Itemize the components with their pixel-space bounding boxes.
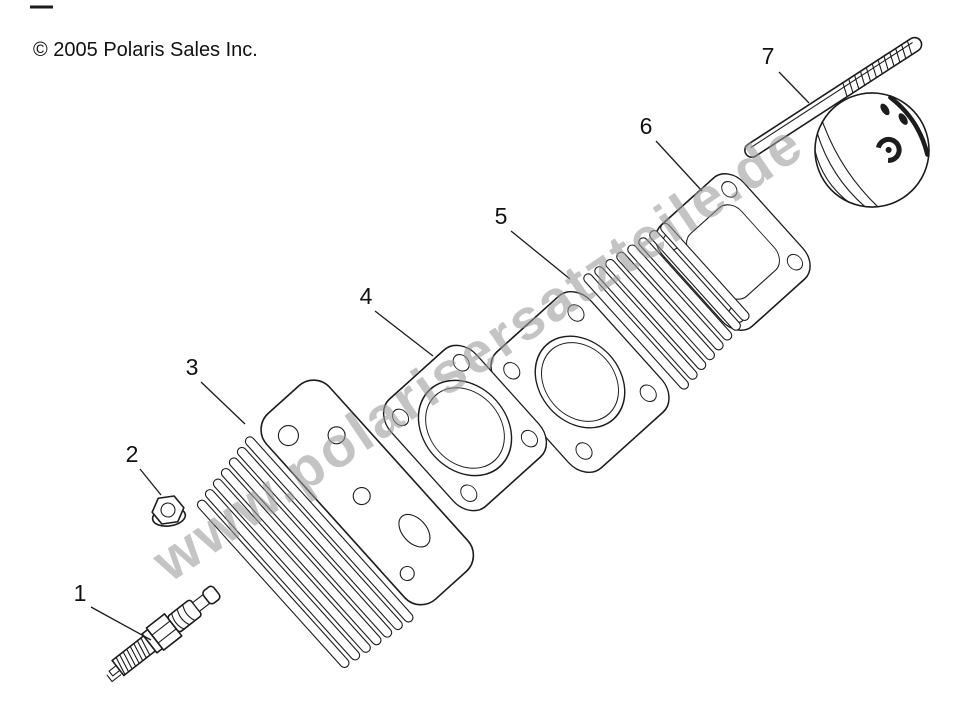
head-gasket — [382, 344, 548, 512]
leader-line-6 — [655, 140, 703, 192]
spark-plug-insulator-ribs — [171, 604, 196, 630]
spark-plug-thread-lines — [115, 637, 151, 676]
piston-ring-groove — [816, 133, 865, 207]
head-cooling-fins — [196, 436, 414, 669]
head-gasket-fire-ring-inner — [425, 387, 505, 469]
head-hole — [399, 565, 415, 582]
spark-plug-hex-facets — [151, 620, 177, 644]
callout-5: 5 — [495, 203, 508, 229]
head-mating-face — [260, 379, 475, 606]
piston-skirt-edge — [888, 95, 930, 157]
head-gasket-outline — [382, 344, 548, 512]
leader-line-7 — [778, 71, 810, 104]
flange-nut — [151, 495, 187, 527]
callout-4: 4 — [360, 283, 373, 309]
piston-ring-groove — [814, 149, 850, 203]
head-gasket-bolt-holes — [392, 354, 538, 502]
cooling-fin — [212, 478, 371, 653]
nut-hex — [151, 495, 185, 525]
cooling-fin — [196, 499, 350, 669]
cylinder-bore-liner — [541, 342, 619, 422]
cylinder-cooling-fins — [583, 222, 750, 390]
cooling-fin — [236, 446, 403, 631]
cooling-fin — [649, 230, 741, 331]
cooling-fin — [244, 436, 414, 623]
piston — [814, 92, 930, 208]
pin-thread-lines — [842, 40, 913, 98]
cylinder-bore — [534, 335, 626, 429]
spark-plug — [106, 585, 221, 683]
callout-2: 2 — [126, 441, 139, 467]
callout-7: 7 — [762, 43, 775, 69]
base-gasket-outline — [655, 173, 811, 331]
copyright-text: © 2005 Polaris Sales Inc. — [33, 39, 258, 61]
leader-line-5 — [510, 230, 571, 280]
cooling-fin — [204, 489, 361, 661]
callout-leader-lines — [90, 71, 810, 641]
cylinder-head — [196, 379, 475, 669]
bolt-hole — [786, 253, 804, 271]
piston-ring-groove — [821, 120, 879, 208]
head-chamber-recess — [398, 513, 431, 548]
bolt-hole — [452, 354, 470, 372]
callout-3: 3 — [186, 354, 199, 380]
leader-line-2 — [139, 468, 162, 496]
cooling-fin — [660, 222, 750, 321]
bolt-hole — [575, 442, 593, 460]
bolt-hole — [721, 181, 738, 198]
head-hole — [327, 426, 346, 445]
head-face-holes — [277, 425, 431, 582]
cylinder-bolt-holes — [503, 304, 657, 460]
cooling-fin — [638, 237, 733, 341]
bolt-hole — [567, 304, 585, 322]
leader-line-1 — [90, 606, 152, 641]
cylinder — [490, 222, 750, 474]
wrist-pin-bore-center — [885, 146, 892, 153]
leader-line-4 — [374, 310, 434, 357]
piston-pin — [744, 36, 923, 158]
nut-bore — [160, 502, 176, 518]
callout-1: 1 — [74, 580, 87, 606]
bolt-hole — [520, 429, 538, 448]
bolt-hole — [503, 362, 521, 380]
cooling-fin — [220, 467, 382, 646]
cooling-fin — [594, 266, 698, 380]
bolt-hole — [460, 484, 478, 502]
cooling-fin — [583, 273, 690, 390]
pin-rod — [744, 36, 923, 158]
head-hole — [277, 425, 299, 447]
piston-body — [814, 92, 930, 208]
piston-oil-hole — [880, 103, 890, 116]
leader-line-3 — [200, 381, 246, 425]
spark-plug-electrode — [106, 674, 122, 683]
head-hole — [352, 487, 371, 506]
bolt-hole — [392, 408, 410, 427]
head-gasket-fire-ring-outer — [417, 379, 513, 477]
cooling-fin — [627, 244, 724, 351]
bolt-hole — [639, 384, 657, 402]
piston-oil-hole — [898, 113, 908, 125]
cooling-fin — [605, 258, 707, 371]
callout-6: 6 — [640, 113, 653, 139]
cooling-fin — [616, 251, 715, 361]
callout-labels: 1 2 3 4 5 6 7 — [74, 43, 775, 606]
cooling-fin — [228, 457, 393, 638]
spark-plug-terminal — [202, 585, 221, 605]
